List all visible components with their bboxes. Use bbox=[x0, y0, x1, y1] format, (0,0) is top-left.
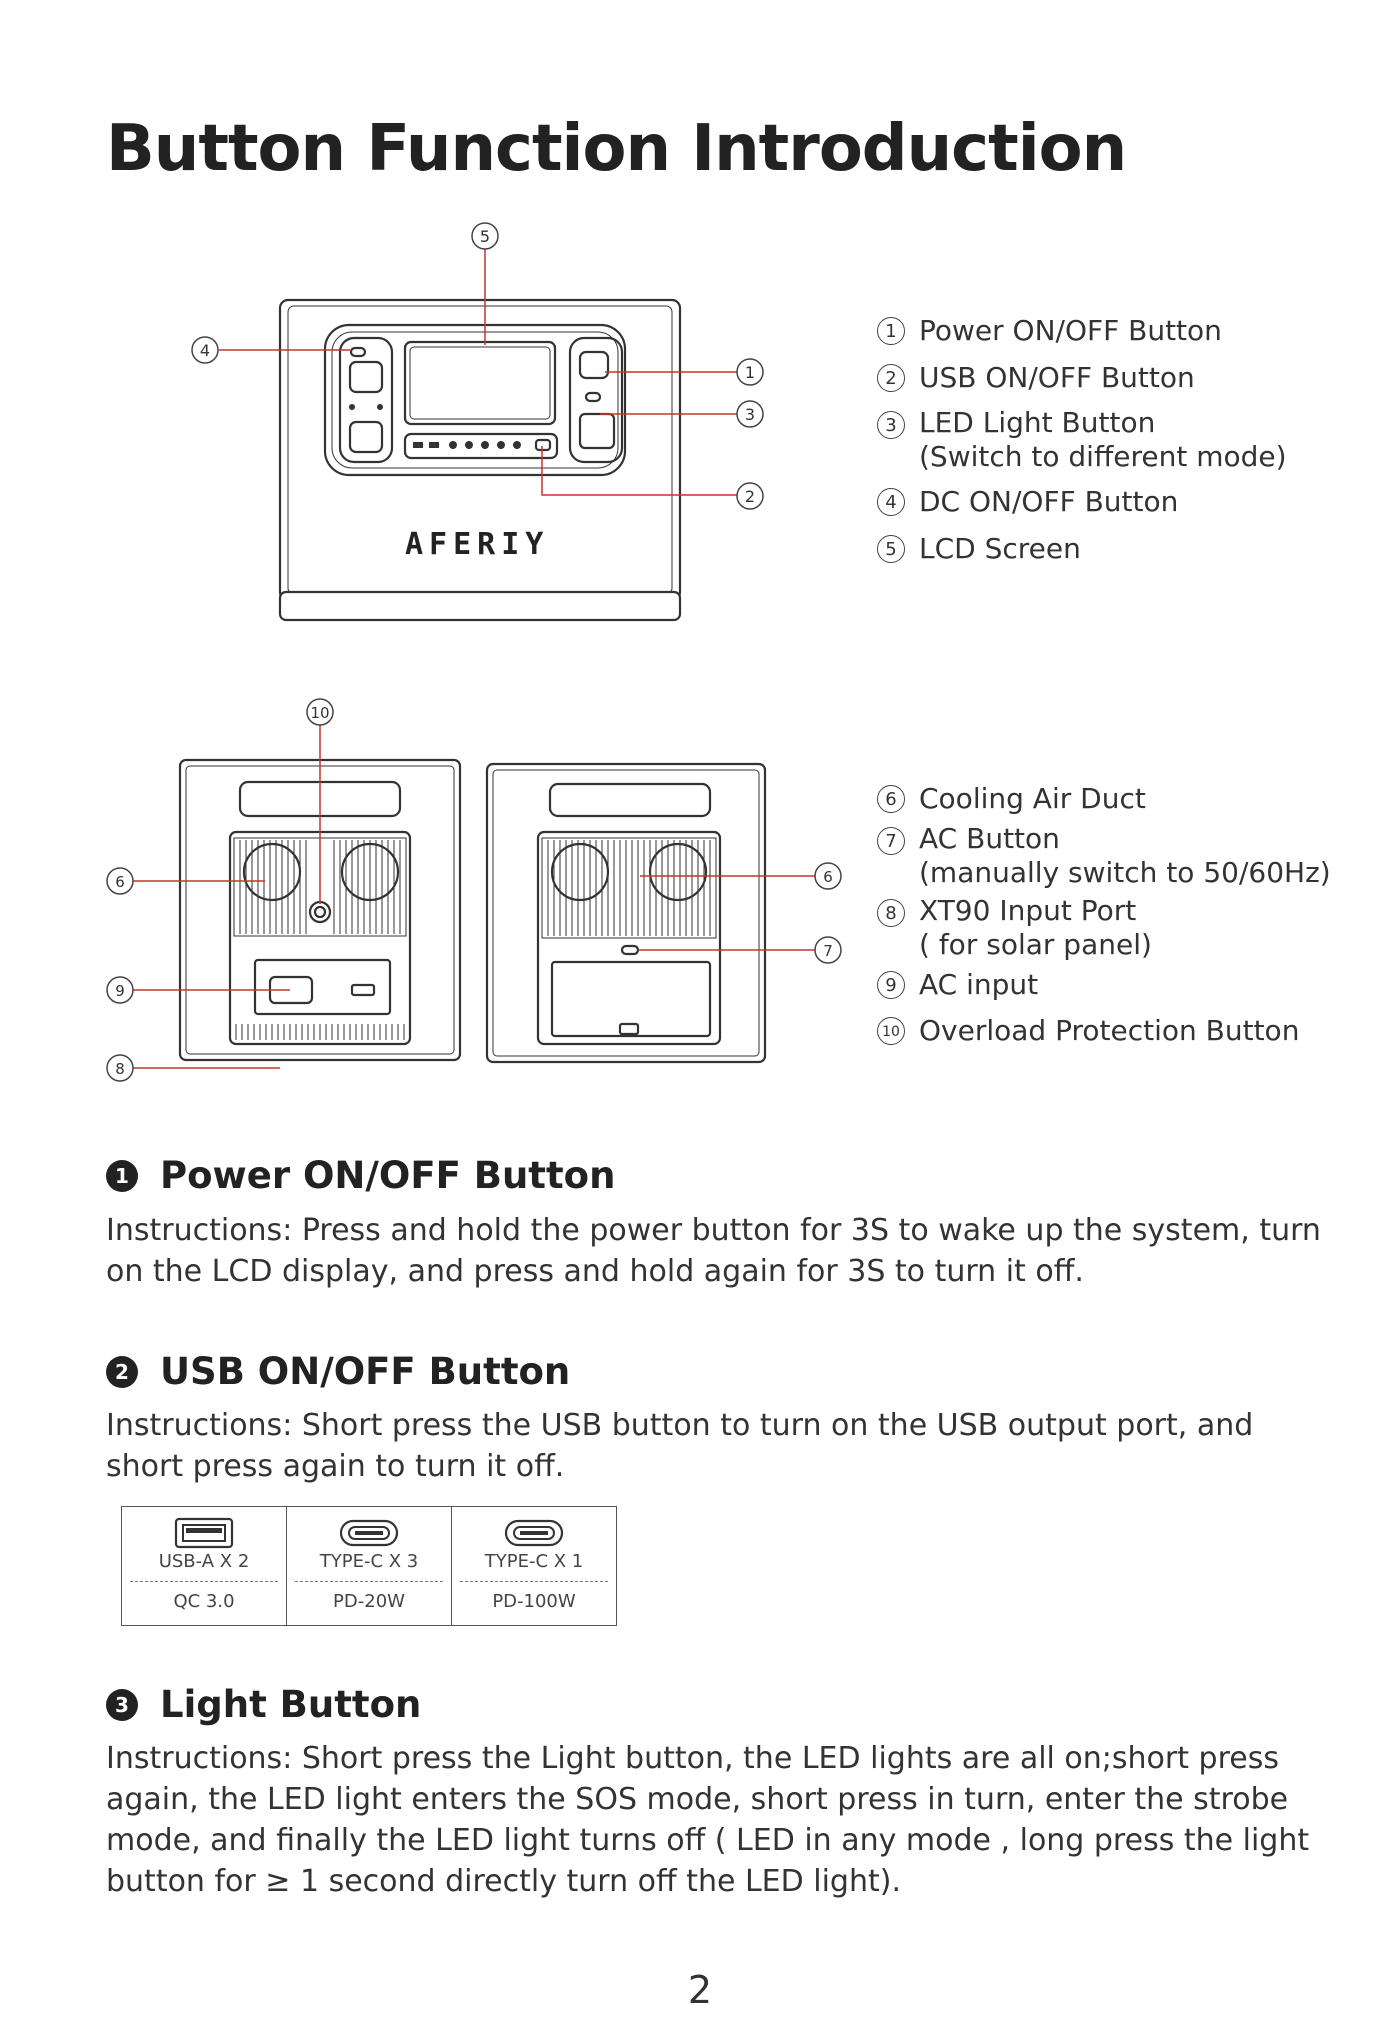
section-3-heading: 3 Light Button bbox=[106, 1683, 421, 1726]
usb-c-port-icon bbox=[339, 1519, 399, 1547]
usb-port-table: USB-A X 2 QC 3.0 TYPE-C X 3 PD-20W TYPE-… bbox=[121, 1506, 617, 1626]
page-number: 2 bbox=[687, 1968, 713, 2012]
section-3-text: Instructions: Short press the Light butt… bbox=[106, 1741, 1310, 1899]
callout-4: 4 bbox=[200, 341, 210, 360]
brand-logo: AFERIY bbox=[405, 527, 549, 562]
page-title: Button Function Introduction bbox=[106, 112, 1127, 186]
rear-side-view-diagram: 10 6 9 8 6 7 bbox=[106, 698, 842, 1082]
callout-10: 10 bbox=[310, 704, 329, 722]
callout-5: 5 bbox=[480, 227, 490, 246]
section-bullet: 3 bbox=[106, 1688, 138, 1721]
usb-c-port-icon bbox=[504, 1519, 564, 1547]
section-1-heading: 1 Power ON/OFF Button bbox=[106, 1154, 615, 1197]
callout-6b: 6 bbox=[823, 868, 833, 886]
section-1-text: Instructions: Press and hold the power b… bbox=[106, 1213, 1321, 1289]
front-view-diagram: AFERIY 5 4 1 3 2 bbox=[191, 222, 764, 622]
callout-6: 6 bbox=[115, 873, 125, 891]
usb-table-cell: TYPE-C X 3 PD-20W bbox=[286, 1506, 452, 1626]
usb-table-cell: TYPE-C X 1 PD-100W bbox=[451, 1506, 617, 1626]
callout-9: 9 bbox=[115, 982, 125, 1000]
section-2-heading: 2 USB ON/OFF Button bbox=[106, 1350, 570, 1393]
section-2-text: Instructions: Short press the USB button… bbox=[106, 1408, 1254, 1484]
section-bullet: 2 bbox=[106, 1355, 138, 1388]
callout-7: 7 bbox=[823, 942, 833, 960]
callout-2: 2 bbox=[745, 487, 755, 506]
callout-8: 8 bbox=[115, 1060, 125, 1078]
section-bullet: 1 bbox=[106, 1159, 138, 1192]
usb-a-port-icon bbox=[174, 1517, 234, 1549]
usb-table-cell: USB-A X 2 QC 3.0 bbox=[121, 1506, 287, 1626]
callout-3: 3 bbox=[745, 405, 755, 424]
callout-1: 1 bbox=[745, 363, 755, 382]
